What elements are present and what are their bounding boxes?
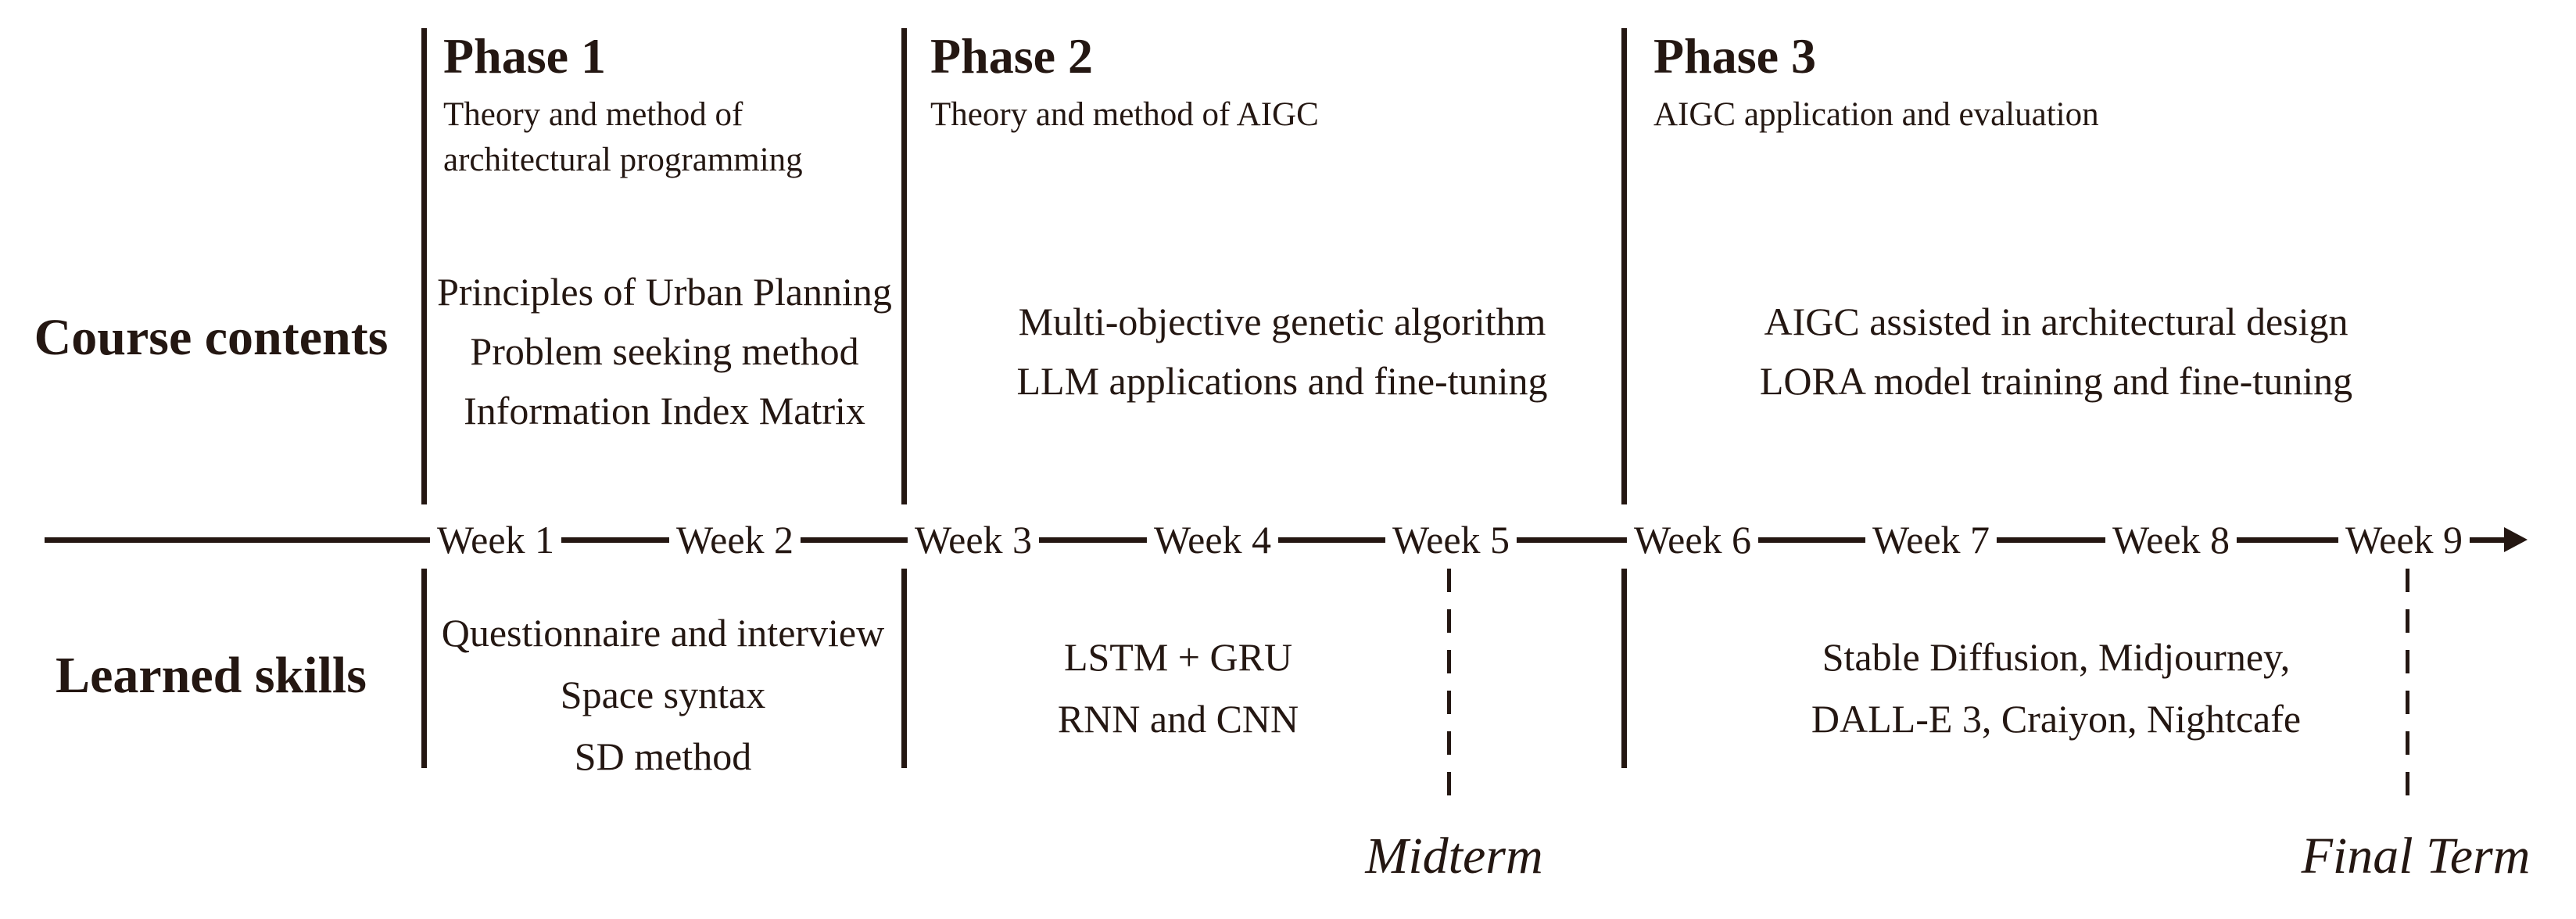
final-term-label: Final Term	[2301, 827, 2531, 885]
phase1-skill-item: SD method	[574, 734, 752, 778]
phase3-description-line1: AIGC application and evaluation	[1653, 96, 2099, 133]
phase2-divider-line-top	[901, 28, 907, 504]
week-6-label: Week 6	[1626, 512, 1759, 567]
final-term-dashed-line	[2406, 569, 2409, 810]
phase1-content-item: Problem seeking method	[470, 329, 859, 373]
phase3-skill-item: Stable Diffusion, Midjourney,	[1822, 635, 2291, 679]
phase2-description-line1: Theory and method of AIGC	[930, 96, 1319, 133]
week-8-label: Week 8	[2105, 512, 2237, 567]
phase1-description-line2: architectural programming	[443, 142, 803, 178]
phase3-divider-line-bottom	[1621, 569, 1627, 768]
week-5-label: Week 5	[1385, 512, 1517, 567]
week-1-label: Week 1	[429, 512, 562, 567]
phase1-divider-line-bottom	[421, 569, 427, 768]
phase1-description: Theory and method of architectural progr…	[443, 92, 803, 183]
phase1-course-contents: Principles of Urban Planning Problem see…	[313, 262, 1016, 440]
phase1-learned-skills: Questionnaire and interview Space syntax…	[311, 602, 1015, 788]
midterm-label: Midterm	[1365, 827, 1543, 885]
midterm-dashed-line	[1447, 569, 1451, 810]
phase2-learned-skills: LSTM + GRU RNN and CNN	[826, 626, 1530, 750]
phase1-description-line1: Theory and method of	[443, 96, 743, 133]
phase1-content-item: Principles of Urban Planning	[437, 270, 892, 314]
phase1-content-item: Information Index Matrix	[464, 389, 865, 433]
week-9-label: Week 9	[2338, 512, 2470, 567]
phase3-title: Phase 3	[1653, 28, 1816, 84]
phase2-description: Theory and method of AIGC	[930, 92, 1319, 138]
phase3-description: AIGC application and evaluation	[1653, 92, 2099, 138]
phase2-skill-item: RNN and CNN	[1057, 697, 1299, 741]
phase2-course-contents: Multi-objective genetic algorithm LLM ap…	[930, 292, 1634, 411]
week-7-label: Week 7	[1865, 512, 1997, 567]
week-3-label: Week 3	[907, 512, 1040, 567]
phase2-content-item: LLM applications and fine-tuning	[1016, 359, 1548, 403]
phase2-content-item: Multi-objective genetic algorithm	[1018, 300, 1546, 343]
phase1-skill-item: Questionnaire and interview	[441, 611, 885, 655]
phase2-divider-line-bottom	[901, 569, 907, 768]
phase3-content-item: LORA model training and fine-tuning	[1759, 359, 2353, 403]
learned-skills-row-label: Learned skills	[56, 647, 367, 704]
week-2-label: Week 2	[668, 512, 801, 567]
phase1-skill-item: Space syntax	[560, 673, 766, 716]
phase3-learned-skills: Stable Diffusion, Midjourney, DALL-E 3, …	[1704, 626, 2408, 750]
phase3-skill-item: DALL-E 3, Craiyon, Nightcafe	[1811, 697, 2302, 741]
phase3-divider-line-top	[1621, 28, 1627, 504]
phase2-title: Phase 2	[930, 28, 1093, 84]
arrow-right-icon	[2504, 527, 2528, 552]
phase2-skill-item: LSTM + GRU	[1063, 635, 1293, 679]
week-4-label: Week 4	[1146, 512, 1279, 567]
phase1-divider-line-top	[421, 28, 427, 504]
phase1-title: Phase 1	[443, 28, 606, 84]
phase3-content-item: AIGC assisted in architectural design	[1764, 300, 2348, 343]
phase3-course-contents: AIGC assisted in architectural design LO…	[1704, 292, 2408, 411]
course-contents-row-label: Course contents	[34, 309, 389, 366]
